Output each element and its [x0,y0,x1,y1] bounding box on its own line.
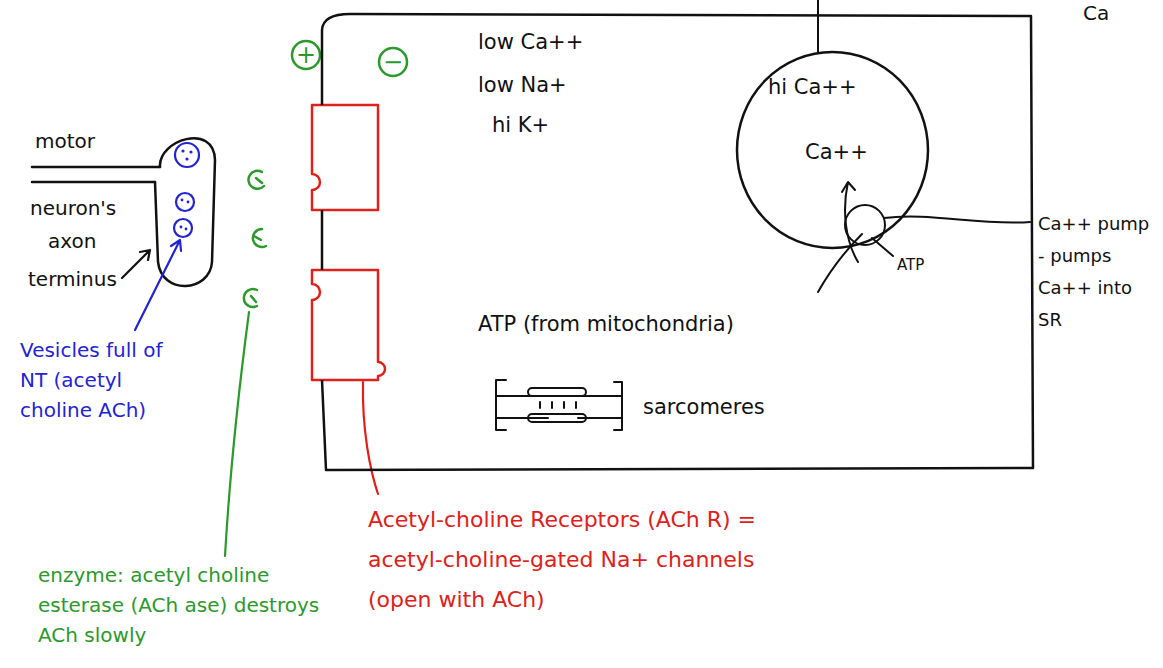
note: enzyme: acetyl choline esterase (ACh ase… [38,560,343,650]
dot [185,228,188,231]
ach-molecule [248,171,264,189]
sr-circle [737,52,928,248]
leader-line [225,312,249,556]
cell-membrane [322,14,1033,470]
dot [181,149,184,152]
leader-line [363,382,378,494]
charge-circle [292,41,320,69]
ach-receptor [312,270,385,380]
atp-line [872,238,893,256]
dot [185,157,188,160]
part-name: sarcomeres [643,395,765,420]
part-name: terminus [28,266,117,292]
charge-circle [379,48,407,76]
part-name: neuron's [30,195,116,221]
dot [187,201,190,204]
ion-name: Ca++ [805,140,868,165]
muscle-cell: low Ca++ low Na+ hi K+ ATP (from mitochondr… [322,10,1033,470]
myosin [528,388,586,396]
sarcomere-drawing [496,380,622,430]
charge-sign: + [292,41,320,69]
axon-terminus [155,138,215,286]
leader-line [884,216,1030,222]
axon-line [32,166,160,169]
pump-line [818,234,862,292]
atp-note: ATP (from mitochondria) [478,312,734,337]
sarcoplasmic-reticulum: hi Ca++ Ca++ [735,50,930,250]
leader-arrow [135,240,181,330]
vesicle-dots [180,149,193,230]
part-name: motor [35,128,95,154]
ca-pump [845,205,885,245]
myosin [528,414,586,422]
pump-arrow [842,182,858,262]
ion-level: low Ca++ [478,30,583,55]
cross-bridge [540,402,576,408]
dot [189,150,192,153]
ion-level: hi Ca++ [768,75,857,100]
leader-arrow [122,250,150,278]
z-line [496,380,506,430]
vesicle [175,143,199,167]
sr-line [817,0,819,52]
note: Vesicles full of NT (acetyl choline ACh) [20,335,190,425]
z-line [614,382,622,430]
axon-line [32,181,155,184]
part-name: Ca [1083,0,1109,26]
charge-sign: − [379,48,407,76]
note: Acetyl-choline Receptors (ACh R) = acety… [368,500,813,620]
ach-molecules [244,171,266,307]
dot [181,199,184,202]
ach-molecule [244,289,257,307]
ach-receptor [312,105,378,210]
part-name: ATP [897,256,924,276]
vesicles [174,143,199,237]
ion-level: hi K+ [492,113,549,138]
part-name: axon [48,228,96,254]
vesicle [176,193,194,211]
ion-level: low Na+ [478,73,567,98]
ach-molecule [253,229,266,247]
note: Ca++ pump - pumps Ca++ into SR [1038,208,1158,336]
vesicle [174,219,192,237]
dot [180,226,183,229]
